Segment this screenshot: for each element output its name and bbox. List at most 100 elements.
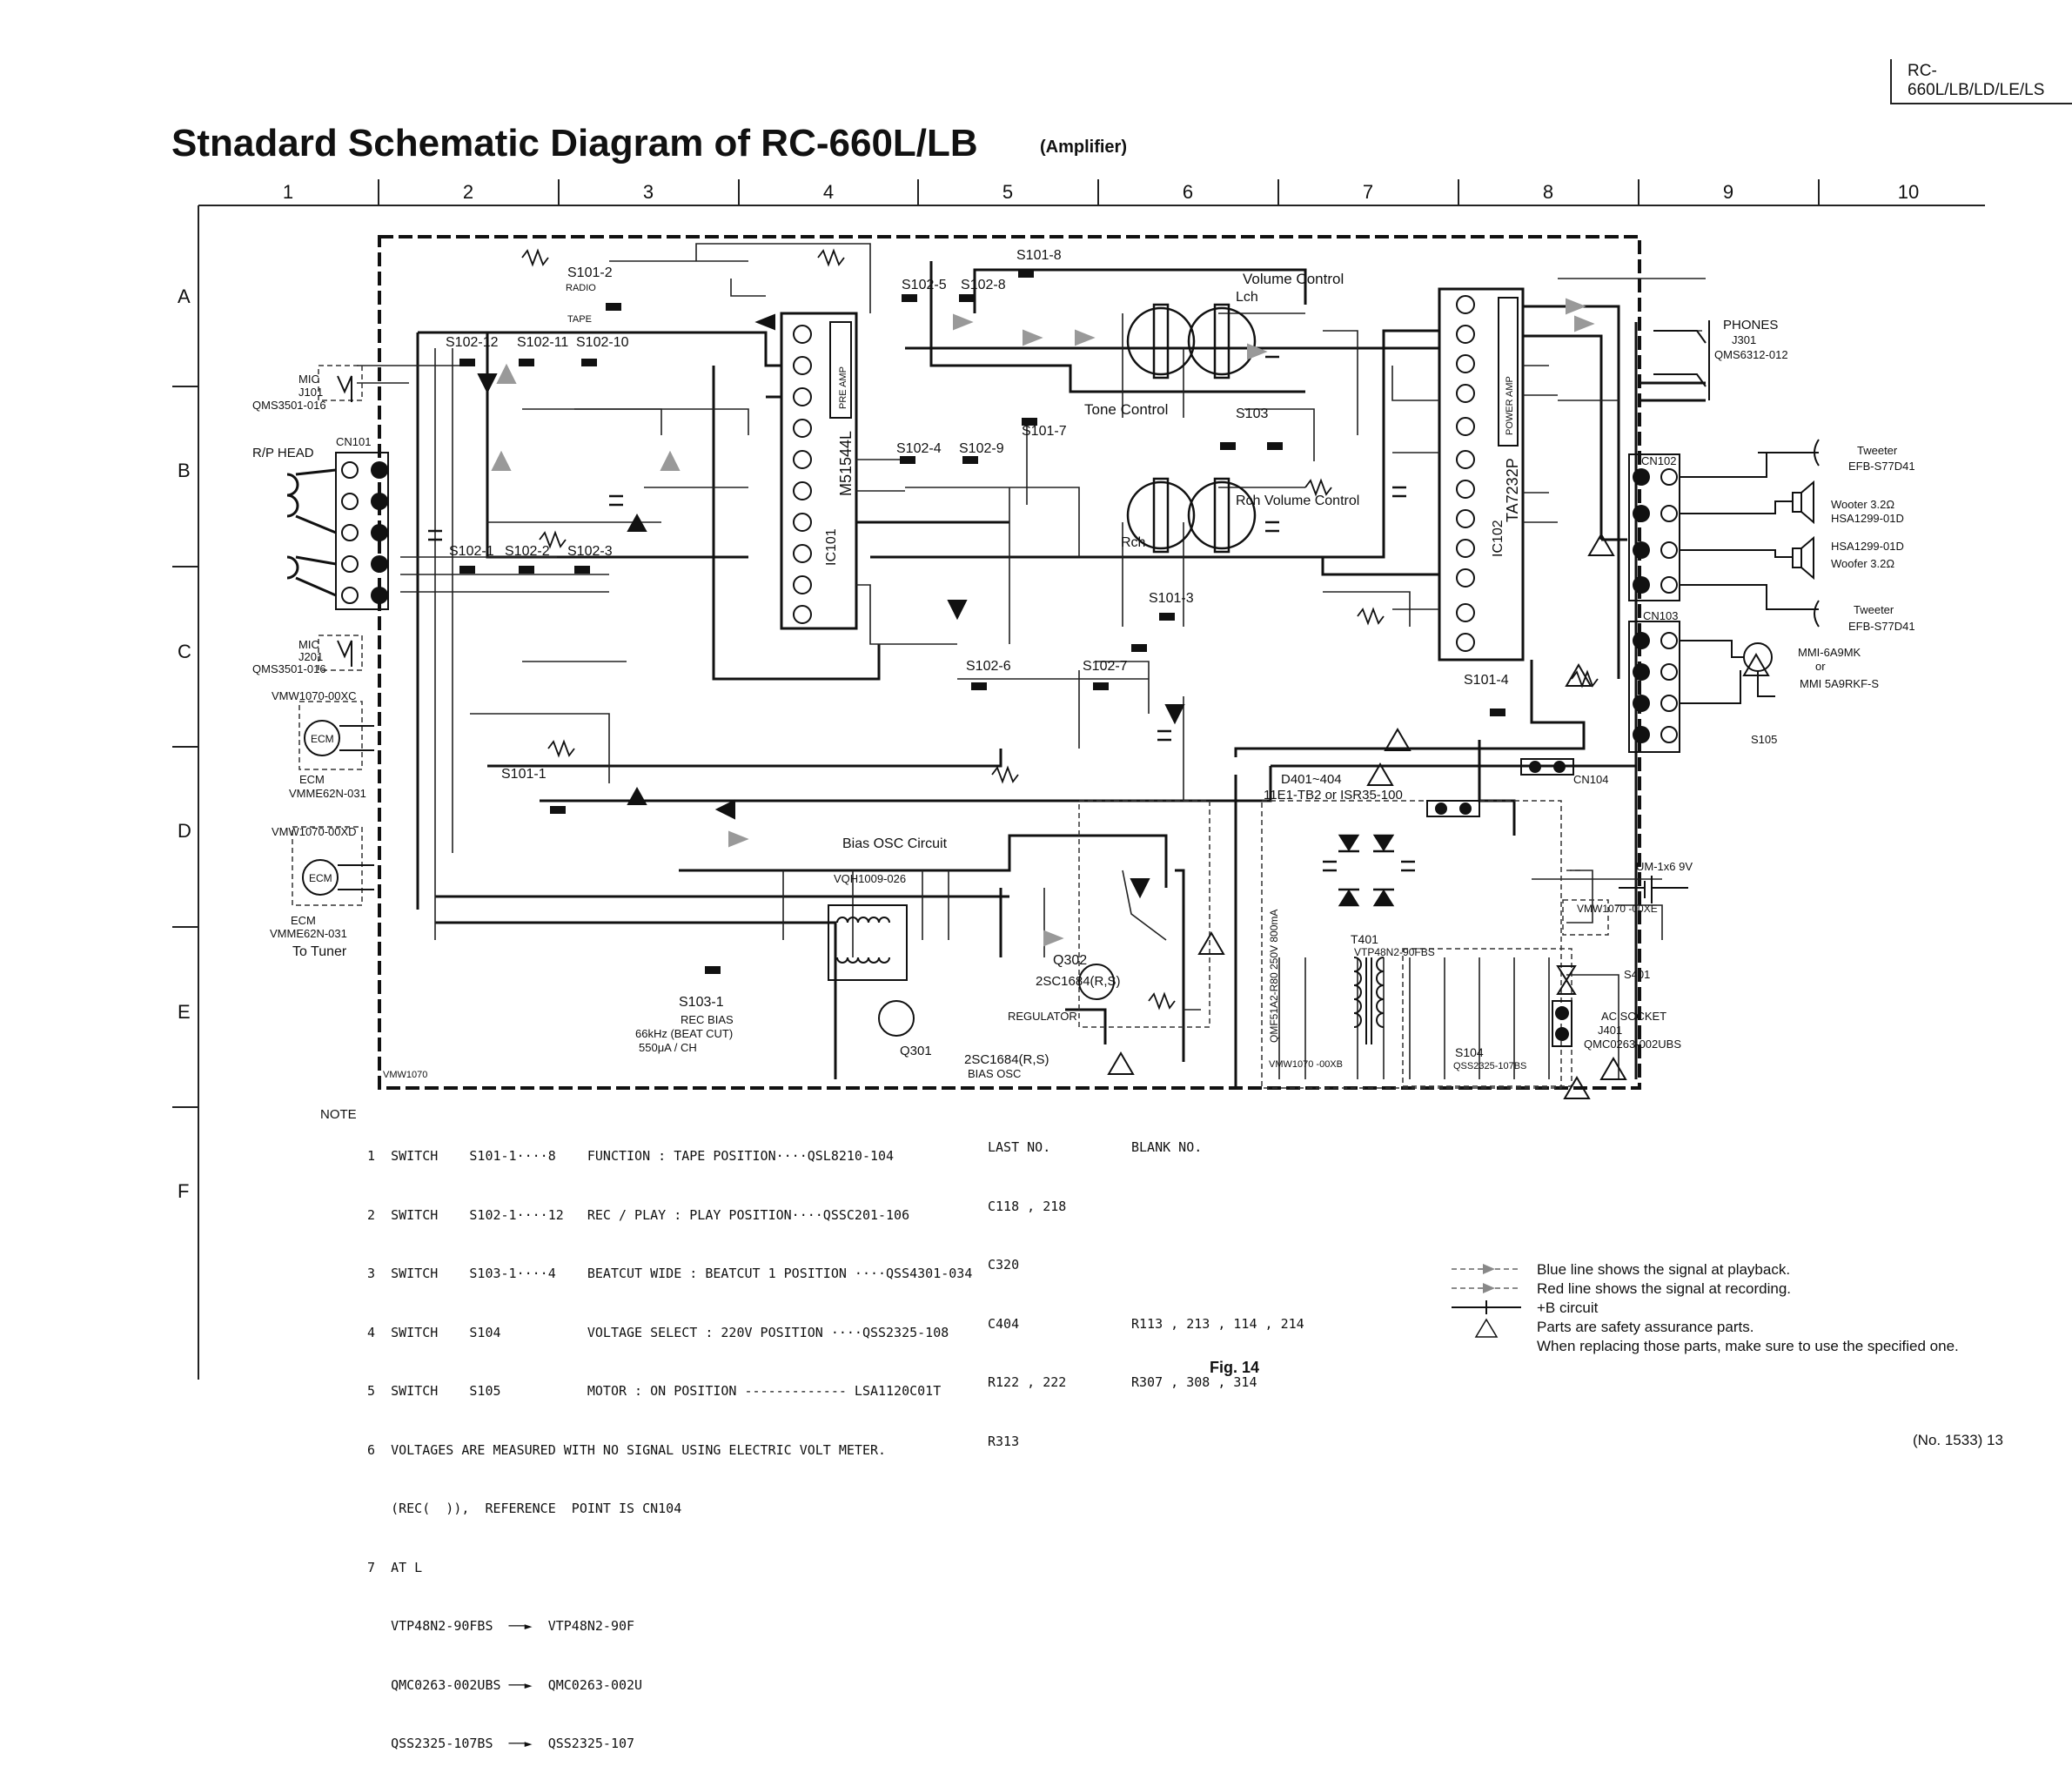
- ecm-mic-2: [302, 859, 374, 896]
- last-no-label: LAST NO.: [988, 1139, 1051, 1155]
- tape-label: TAPE: [567, 314, 592, 325]
- q302-part-label: 2SC1684(R,S): [1036, 974, 1121, 989]
- rp-head-label: R/P HEAD: [252, 446, 314, 460]
- col-label: 4: [823, 181, 834, 203]
- to-tuner-label: To Tuner: [292, 944, 347, 959]
- s102-5-label: S102-5: [902, 278, 947, 292]
- t401-part-label: VTP48N2-90FBS: [1354, 946, 1435, 958]
- s101-7-label: S101-7: [1022, 424, 1067, 439]
- column-labels: 1 2 3 4 5 6 7 8 9 10: [283, 181, 1919, 203]
- note-line: 4 SWITCH S104 VOLTAGE SELECT : 220V POSI…: [367, 1324, 949, 1340]
- col-label: 8: [1543, 181, 1553, 203]
- s102-7-label: S102-7: [1083, 659, 1128, 674]
- col-label: 9: [1723, 181, 1733, 203]
- beat-cut-label: 66kHz (BEAT CUT): [635, 1027, 733, 1040]
- col-label: 1: [283, 181, 293, 203]
- notes-label: NOTE: [320, 1107, 357, 1122]
- figure-label: Fig. 14: [1210, 1359, 1260, 1376]
- capacitors: [428, 346, 1415, 872]
- page-number: (No. 1533) 13: [1913, 1432, 2003, 1448]
- page-title: Stnadard Schematic Diagram of RC-660L/LB: [171, 122, 978, 165]
- phones-jack-label: J301: [1732, 333, 1756, 346]
- rch-volume-label: Rch Volume Control: [1236, 494, 1359, 508]
- tweeter2-label: Tweeter: [1854, 603, 1894, 616]
- vmw-xe-label: VMW1070 -00XE: [1577, 903, 1658, 915]
- ac-socket-label: AC SOCKET: [1601, 1010, 1666, 1023]
- model-text: RC-660L/LB/LD/LE/LS: [1908, 62, 2045, 99]
- col-label: 3: [643, 181, 654, 203]
- q302-label: Q302: [1053, 953, 1087, 968]
- note-line: 3 SWITCH S103-1····4 BEATCUT WIDE : BEAT…: [367, 1266, 973, 1281]
- chassis-boundary: [378, 235, 1641, 1090]
- speakers: [1680, 439, 1820, 628]
- row-label: E: [178, 1001, 191, 1023]
- fuse-label: QMF51A2-R80 250V 800mA: [1268, 910, 1280, 1043]
- s101-4-label: S101-4: [1464, 673, 1509, 688]
- s101-1-label: S101-1: [501, 767, 546, 782]
- s102-2-label: S102-2: [505, 544, 550, 559]
- cn101-connector: [335, 452, 389, 610]
- model-label: RC-660L/LB/LD/LE/LS: [1890, 59, 2072, 104]
- cn104-label: CN104: [1573, 773, 1608, 786]
- ic101-block: [780, 312, 858, 630]
- legend-item: +B circuit: [1537, 1300, 1599, 1316]
- cn103-label: CN103: [1643, 609, 1678, 622]
- ac-socket: [1552, 965, 1577, 1047]
- last-no-list: LAST NO. C118 , 218 C320 C404 R122 , 222…: [988, 1098, 1066, 1471]
- vmw-bottom-label: VMW1070: [383, 1070, 427, 1080]
- motor-or: or: [1815, 660, 1826, 673]
- ecm1-wire: VMW1070-00XC: [272, 689, 357, 702]
- q301-part-label: 2SC1684(R,S): [964, 1052, 1049, 1067]
- legend-item: Blue line shows the signal at playback.: [1537, 1261, 1791, 1278]
- d401-part-label: 11E1-TB2 or ISR35-100: [1264, 788, 1403, 803]
- col-label: 6: [1183, 181, 1193, 203]
- woofer1-label: Wooter 3.2Ω: [1831, 498, 1894, 511]
- page-subtitle: (Amplifier): [1040, 138, 1127, 157]
- ic102-label: IC102: [1491, 520, 1505, 557]
- ecm2-symbol: ECM: [309, 872, 332, 884]
- potentiometers: [1126, 303, 1257, 554]
- legend-item: When replacing those parts, make sure to…: [1537, 1338, 1959, 1354]
- s101-8-label: S101-8: [1016, 248, 1062, 263]
- black-arrows: [477, 313, 1185, 899]
- woofer2-label: Woofer 3.2Ω: [1831, 557, 1894, 570]
- blank-no-line: R113 , 213 , 114 , 214: [1131, 1315, 1304, 1332]
- note-line: 7 AT L: [367, 1559, 423, 1575]
- row-label: F: [178, 1180, 189, 1202]
- note-line: 1 SWITCH S101-1····8 FUNCTION : TAPE POS…: [367, 1148, 895, 1164]
- d401-label: D401~404: [1281, 772, 1342, 787]
- phones-label: PHONES: [1723, 318, 1778, 332]
- wiring-thin: [357, 243, 1706, 1079]
- ic101-label: IC101: [824, 528, 839, 566]
- ic101-part-label: M51544L: [837, 431, 855, 496]
- safety-triangles: [1107, 533, 1770, 1099]
- cn102-label: CN102: [1641, 454, 1676, 467]
- row-label: B: [178, 460, 191, 481]
- mic2-part: QMS3501-016: [252, 662, 326, 675]
- note-line: QMC0263-002UBS ──► QMC0263-002U: [367, 1676, 643, 1693]
- last-no-line: C404: [988, 1315, 1020, 1332]
- pre-amp-label: PRE AMP: [838, 366, 848, 409]
- regulator-label: REGULATOR: [1008, 1010, 1077, 1023]
- ecm1-symbol: ECM: [311, 733, 334, 745]
- volume-lch-label: Volume Control: [1243, 271, 1344, 287]
- mic1-part: QMS3501-016: [252, 399, 326, 412]
- battery: [1619, 876, 1688, 903]
- lch-label: Lch: [1236, 290, 1258, 305]
- signal-arrows: [491, 298, 1595, 947]
- bias-osc-circuit-label: Bias OSC Circuit: [842, 836, 948, 851]
- bias-osc-coils: [828, 904, 1115, 1037]
- last-no-line: R313: [988, 1433, 1020, 1449]
- s102-10-label: S102-10: [576, 335, 629, 350]
- switch-contacts: [459, 270, 1505, 974]
- vqh-label: VQH1009-026: [834, 872, 906, 885]
- row-labels: A B C D E F: [178, 285, 191, 1202]
- ic102-block: [1438, 287, 1525, 662]
- tweeter1-label: Tweeter: [1857, 444, 1898, 457]
- bias-osc-label: BIAS OSC: [968, 1067, 1021, 1080]
- bias-current-label: 550μA / CH: [639, 1041, 697, 1054]
- col-label: 5: [1002, 181, 1013, 203]
- mic2-label: MIC: [298, 638, 319, 651]
- ecm2-label: ECM: [291, 914, 316, 927]
- j401-label: J401: [1598, 1024, 1622, 1037]
